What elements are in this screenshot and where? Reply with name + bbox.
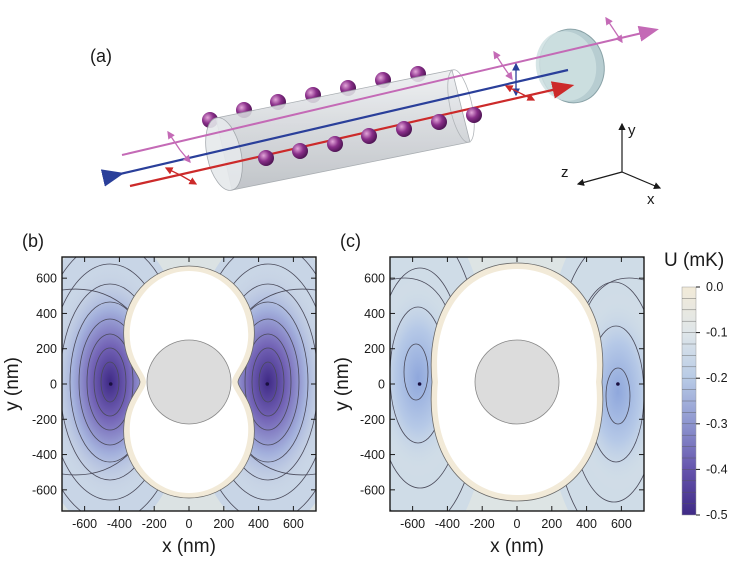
potential-minimum [616,382,620,386]
x-tick-label: -600 [72,517,97,531]
x-tick-label: 0 [186,517,193,531]
y-tick-label: 600 [36,272,57,286]
colorbar-tick-label: -0.5 [706,508,728,522]
schematic-panel-a: (a) [90,16,662,208]
x-tick-label: 400 [248,517,269,531]
atom [396,121,412,137]
contours-c [390,257,644,511]
y-tick-label: 400 [36,307,57,321]
y-tick-label: -200 [360,413,385,427]
x-tick-label: 200 [213,517,234,531]
nanofiber [205,69,475,191]
beam-blue [100,68,569,187]
x-tick-label: -600 [400,517,425,531]
y-tick-label: 0 [378,378,385,392]
x-tick-label: 600 [283,517,304,531]
polarization-arrows [164,16,623,185]
colorbar-tick-label: -0.3 [706,417,728,431]
colorbar-tick-label: -0.2 [706,371,728,385]
atoms-front-row [258,107,482,166]
panel-label-c: (c) [340,231,361,251]
colorbar-title: U (mK) [664,250,724,271]
colorbar-tick-label: -0.4 [706,462,728,476]
potential-minimum [265,382,270,386]
x-tick-label: -200 [142,517,167,531]
y-tick-label: 200 [364,342,385,356]
fiber-cross-section-c [474,339,560,425]
atom [466,107,482,123]
x-tick-label: 0 [514,517,521,531]
potential-minimum [108,382,113,386]
y-tick-label: -600 [360,483,385,497]
xlabel-b: x (nm) [162,536,216,557]
x-tick-label: 600 [611,517,632,531]
y-tick-label: 200 [36,342,57,356]
mirror-disc [535,28,605,104]
y-tick-label: -600 [32,483,57,497]
colorbar: U (mK) 0.0 -0.1 -0.2 -0.3 -0.4 -0.5 [664,250,728,522]
contours-b [62,257,316,511]
ylabel-b: y (nm) [2,357,23,411]
atom [361,128,377,144]
axis-label-y: y [628,122,636,139]
coordinate-axes: y x z [561,122,662,208]
ticks-c: -600 -400 -200 0 200 400 600 600 400 200 0 -200 -400… [360,257,644,531]
ylabel-c: y (nm) [332,357,353,411]
colorbar-lines [682,298,696,504]
y-tick-label: -400 [360,448,385,462]
contour-panel-c: (c) -600 -400 -200 0 200 400 600 600 400 200 0 -200… [332,231,645,557]
y-tick-label: -400 [32,448,57,462]
panel-label-a: (a) [90,46,112,66]
xlabel-c: x (nm) [490,536,544,557]
axis-label-x: x [647,191,655,208]
x-tick-label: -400 [435,517,460,531]
colorbar-ticks: 0.0 -0.1 -0.2 -0.3 -0.4 -0.5 [696,280,728,522]
colorbar-tick-label: -0.1 [706,326,728,340]
contour-panel-b: (b) -600 -400 -200 0 200 400 [2,231,317,557]
beam-pink [121,25,659,156]
atom [327,136,343,152]
y-tick-label: 400 [364,307,385,321]
fiber-cross-section-b [146,339,232,425]
atom [292,143,308,159]
potential-minimum [417,382,422,386]
ticks-b: -600 -400 -200 0 200 400 600 600 400 200 0 -200 -400… [32,257,316,531]
y-tick-label: 600 [364,272,385,286]
x-tick-label: -200 [470,517,495,531]
colorbar-tick-label: 0.0 [706,280,723,294]
x-tick-label: -400 [107,517,132,531]
x-tick-label: 200 [541,517,562,531]
axis-label-z: z [561,164,569,181]
atom [258,150,274,166]
x-tick-label: 400 [576,517,597,531]
beam-red [129,81,575,188]
y-tick-label: 0 [50,378,57,392]
atom [431,114,447,130]
panel-label-b: (b) [22,231,44,251]
y-tick-label: -200 [32,413,57,427]
